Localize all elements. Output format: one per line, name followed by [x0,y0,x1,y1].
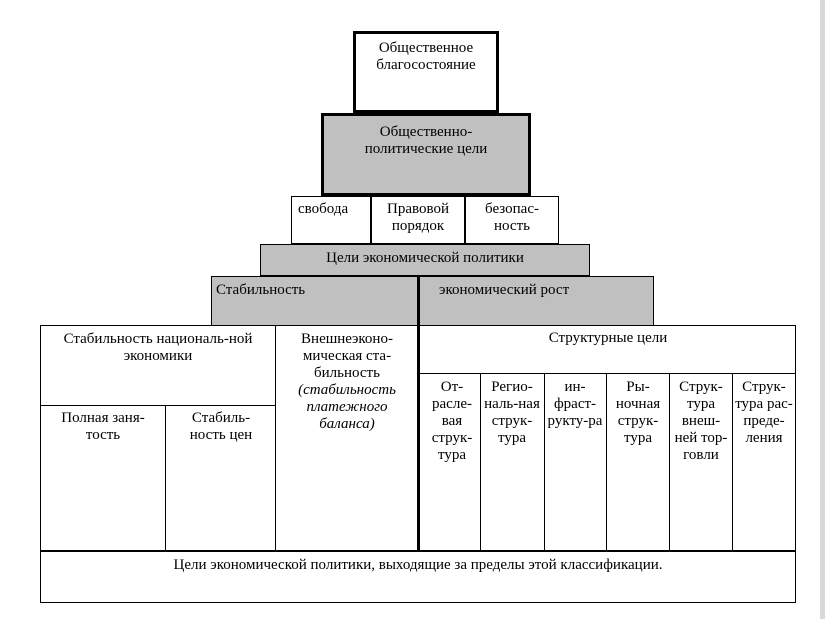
national-economy-divider [40,405,275,406]
political-goals-label: Общественно-политические цели [364,124,488,157]
full-employment-cell: Полная заня-тость [42,410,164,444]
infrastructure-label: ин-фраст-рукту-ра [547,379,603,429]
sectoral-structure-label: От-расле-вая струк-тура [431,379,473,463]
window-edge [820,0,825,619]
distribution-structure-label: Струк-тура рас-преде-ления [735,379,793,446]
foreign-trade-structure-cell: Струк-тура внеш-ней тор-говли [671,379,731,464]
structural-goals-label: Структурные цели [548,330,668,346]
infrastructure-cell: ин-фраст-рукту-ра [547,379,603,430]
structural-col-divider-1 [480,373,481,551]
regional-structure-cell: Регио-наль-ная струк-тура [483,379,541,447]
distribution-structure-cell: Струк-тура рас-преде-ления [734,379,794,447]
economic-growth-label: экономический рост [439,282,570,298]
public-welfare-box: Общественное благосостояние [353,31,499,113]
market-structure-cell: Ры-ночная струк-тура [608,379,668,447]
table-divider-structural [417,276,420,551]
structural-col-divider-4 [669,373,670,551]
regional-structure-label: Регио-наль-ная струк-тура [484,379,540,446]
structural-goals-cell: Структурные цели [420,330,796,347]
structural-col-divider-2 [544,373,545,551]
national-stability-cell: Стабильность националь-ной экономики [44,331,272,365]
full-employment-label: Полная заня-тость [61,410,145,443]
security-label: безопас-ность [485,201,539,234]
economic-policy-goals-label: Цели экономической политики [326,250,524,266]
public-welfare-label: Общественное благосостояние [376,40,476,73]
freedom-label: свобода [298,201,349,217]
security-box: безопас-ность [465,196,559,244]
structural-col-divider-5 [732,373,733,551]
political-goals-box: Общественно-политические цели [321,113,531,196]
stability-label: Стабильность [216,282,306,298]
price-stability-cell: Стабиль-ность цен [168,410,274,444]
legal-order-label: Правовой порядок [387,201,449,234]
market-structure-label: Ры-ночная струк-тура [615,379,661,446]
freedom-box: свобода [291,196,371,244]
structural-col-divider-3 [606,373,607,551]
foreign-trade-structure-label: Струк-тура внеш-ней тор-говли [674,379,728,463]
economic-growth-box: экономический рост [418,276,654,326]
footer-note-cell: Цели экономической политики, выходящие з… [42,557,794,574]
economic-policy-goals-box: Цели экономической политики [260,244,590,276]
stability-box: Стабильность [211,276,418,326]
external-stability-cell: Внешнеэконо-мическая ста-бильность (стаб… [278,331,416,433]
national-stability-label: Стабильность националь-ной экономики [63,331,253,364]
sectoral-structure-cell: От-расле-вая струк-тура [430,379,474,464]
footer-divider [40,550,796,552]
table-divider-prices [165,405,166,551]
legal-order-box: Правовой порядок [371,196,465,244]
structural-header-divider [418,373,796,374]
footer-note-label: Цели экономической политики, выходящие з… [173,557,663,573]
external-stability-note: (стабильность платежного баланса) [298,382,396,432]
table-divider-stability [275,325,276,551]
price-stability-label: Стабиль-ность цен [189,410,253,443]
external-stability-label: Внешнеэконо-мическая ста-бильность [301,331,393,381]
